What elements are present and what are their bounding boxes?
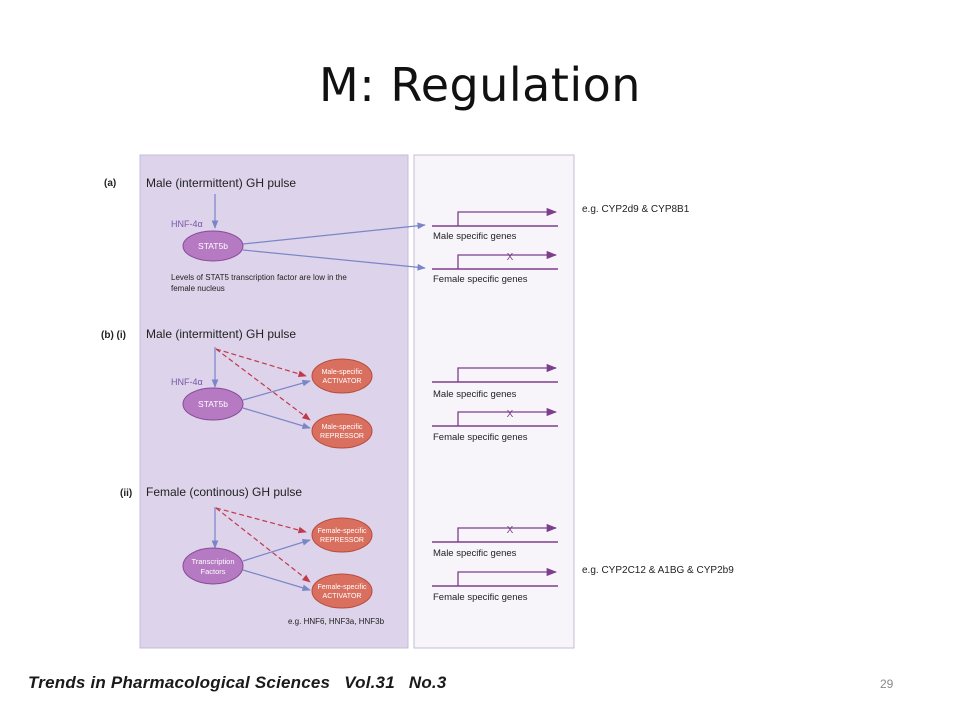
male-gene-label-b2: Male specific genes xyxy=(433,548,517,559)
female-gene-label-b2: Female specific genes xyxy=(433,592,528,603)
panel-b2: (ii) Female (continous) GH pulse Transcr… xyxy=(120,485,734,626)
tf-to-activator-b2 xyxy=(242,569,311,592)
stat5b-label-b1: STAT5b xyxy=(198,399,228,409)
panel-a-label: (a) xyxy=(104,178,116,189)
male-gene-promoter-b1 xyxy=(457,363,558,382)
example-genes-a: e.g. CYP2d9 & CYP8B1 xyxy=(582,204,690,215)
panel-b2-heading: Female (continous) GH pulse xyxy=(146,485,302,499)
example-tf-b2: e.g. HNF6, HNF3a, HNF3b xyxy=(288,617,385,626)
panel-b1: (b) (i) Male (intermittent) GH pulse HNF… xyxy=(101,327,558,449)
blocked-mark-a: X xyxy=(507,252,514,263)
stat-to-activator-b1 xyxy=(242,379,311,401)
male-activator-line2-b1: ACTIVATOR xyxy=(323,378,362,385)
male-gene-promoter-a xyxy=(457,207,558,226)
stat-to-repressor-b1 xyxy=(242,407,311,430)
stat5b-node-a xyxy=(182,230,244,262)
male-repressor-line2-b1: REPRESSOR xyxy=(320,433,364,440)
blocked-mark-b1: X xyxy=(507,409,514,420)
journal-citation: Trends in Pharmacological Sciences Vol.31… xyxy=(28,673,447,693)
female-gene-promoter-b2 xyxy=(457,567,558,586)
female-activator-line2-b2: ACTIVATOR xyxy=(323,593,362,600)
female-gene-promoter-b1 xyxy=(457,407,558,426)
stat-to-female-arrow-a xyxy=(242,249,426,271)
female-activator-line1-b2: Female-specific xyxy=(317,584,367,591)
example-genes-b2: e.g. CYP2C12 & A1BG & CYP2b9 xyxy=(582,565,734,576)
journal-volume: Vol.31 xyxy=(344,673,395,692)
male-activator-line1-b1: Male-specific xyxy=(322,369,363,376)
male-gene-label-a: Male specific genes xyxy=(433,231,517,242)
male-repressor-node-b1 xyxy=(311,413,373,449)
female-gene-label-a: Female specific genes xyxy=(433,274,528,285)
tf-to-repressor-b2 xyxy=(242,539,311,562)
male-gene-promoter-b2 xyxy=(457,523,558,542)
panel-a: (a) Male (intermittent) GH pulse HNF-4α … xyxy=(104,176,690,293)
transcription-factors-node-b2 xyxy=(182,547,244,585)
hnf-label-b1: HNF-4α xyxy=(171,377,203,387)
female-repressor-node-b2 xyxy=(311,517,373,553)
panel-b1-heading: Male (intermittent) GH pulse xyxy=(146,327,296,341)
slide-title: M: Regulation xyxy=(319,58,641,112)
hnf-label-a: HNF-4α xyxy=(171,219,203,229)
stat5-note-line2: female nucleus xyxy=(171,284,225,293)
female-repressor-line2-b2: REPRESSOR xyxy=(320,537,364,544)
female-gene-promoter-a xyxy=(457,250,558,269)
journal-name: Trends in Pharmacological Sciences xyxy=(28,673,331,692)
panel-b1-label: (b) (i) xyxy=(101,330,126,341)
panel-b2-label: (ii) xyxy=(120,488,132,499)
stat5b-label-a: STAT5b xyxy=(198,241,228,251)
panel-a-heading: Male (intermittent) GH pulse xyxy=(146,176,296,190)
right-panel xyxy=(413,154,575,649)
male-activator-node-b1 xyxy=(311,358,373,394)
gh-red-to-activator-b2 xyxy=(215,507,311,583)
stat5-note-line1: Levels of STAT5 transcription factor are… xyxy=(171,273,347,282)
stat-to-male-arrow-a xyxy=(242,222,426,245)
female-gene-label-b1: Female specific genes xyxy=(433,432,528,443)
stat5b-node-b1 xyxy=(182,387,244,421)
female-activator-node-b2 xyxy=(311,573,373,609)
tf-line2-b2: Factors xyxy=(200,567,225,576)
male-repressor-line1-b1: Male-specific xyxy=(322,424,363,431)
page-number: 29 xyxy=(880,677,894,691)
tf-line1-b2: Transcription xyxy=(191,557,234,566)
blocked-mark-b2: X xyxy=(507,525,514,536)
female-repressor-line1-b2: Female-specific xyxy=(317,528,367,535)
gh-red-to-repressor-b1 xyxy=(215,348,311,421)
journal-issue: No.3 xyxy=(408,673,447,692)
male-gene-label-b1: Male specific genes xyxy=(433,389,517,400)
